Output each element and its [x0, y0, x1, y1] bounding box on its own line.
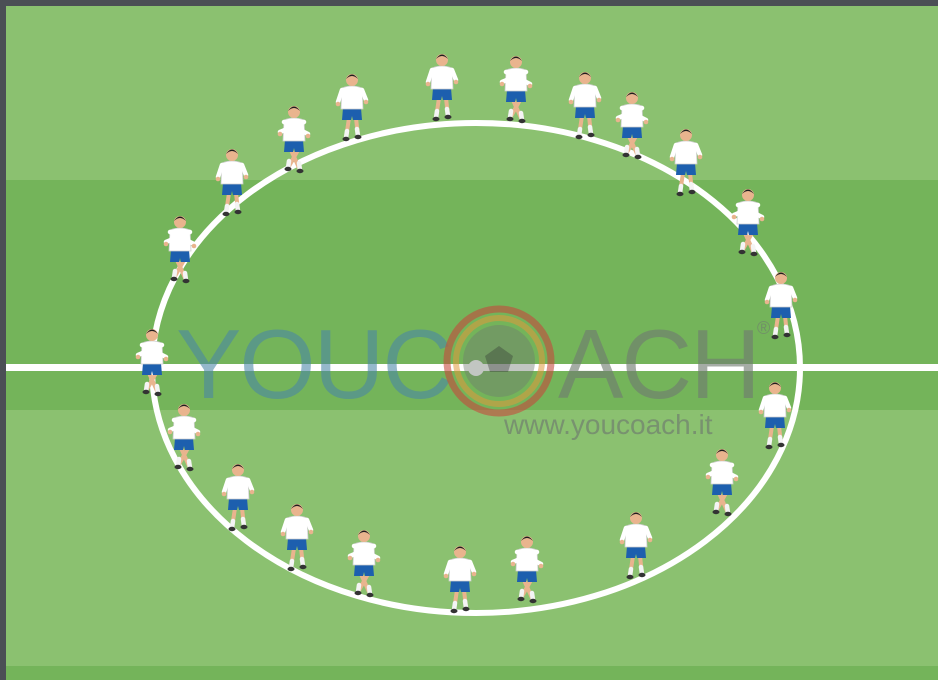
top-frame — [0, 0, 938, 6]
watermark-brand-prefix: YOUC — [176, 309, 451, 419]
grass-stripe — [6, 410, 938, 666]
watermark-trademark: ® — [757, 318, 770, 338]
grass-stripe — [6, 6, 938, 180]
left-frame — [0, 0, 6, 680]
watermark-brand-suffix: ACH — [558, 309, 759, 419]
watermark-url: www.youcoach.it — [503, 409, 713, 440]
grass-stripe — [6, 666, 938, 680]
